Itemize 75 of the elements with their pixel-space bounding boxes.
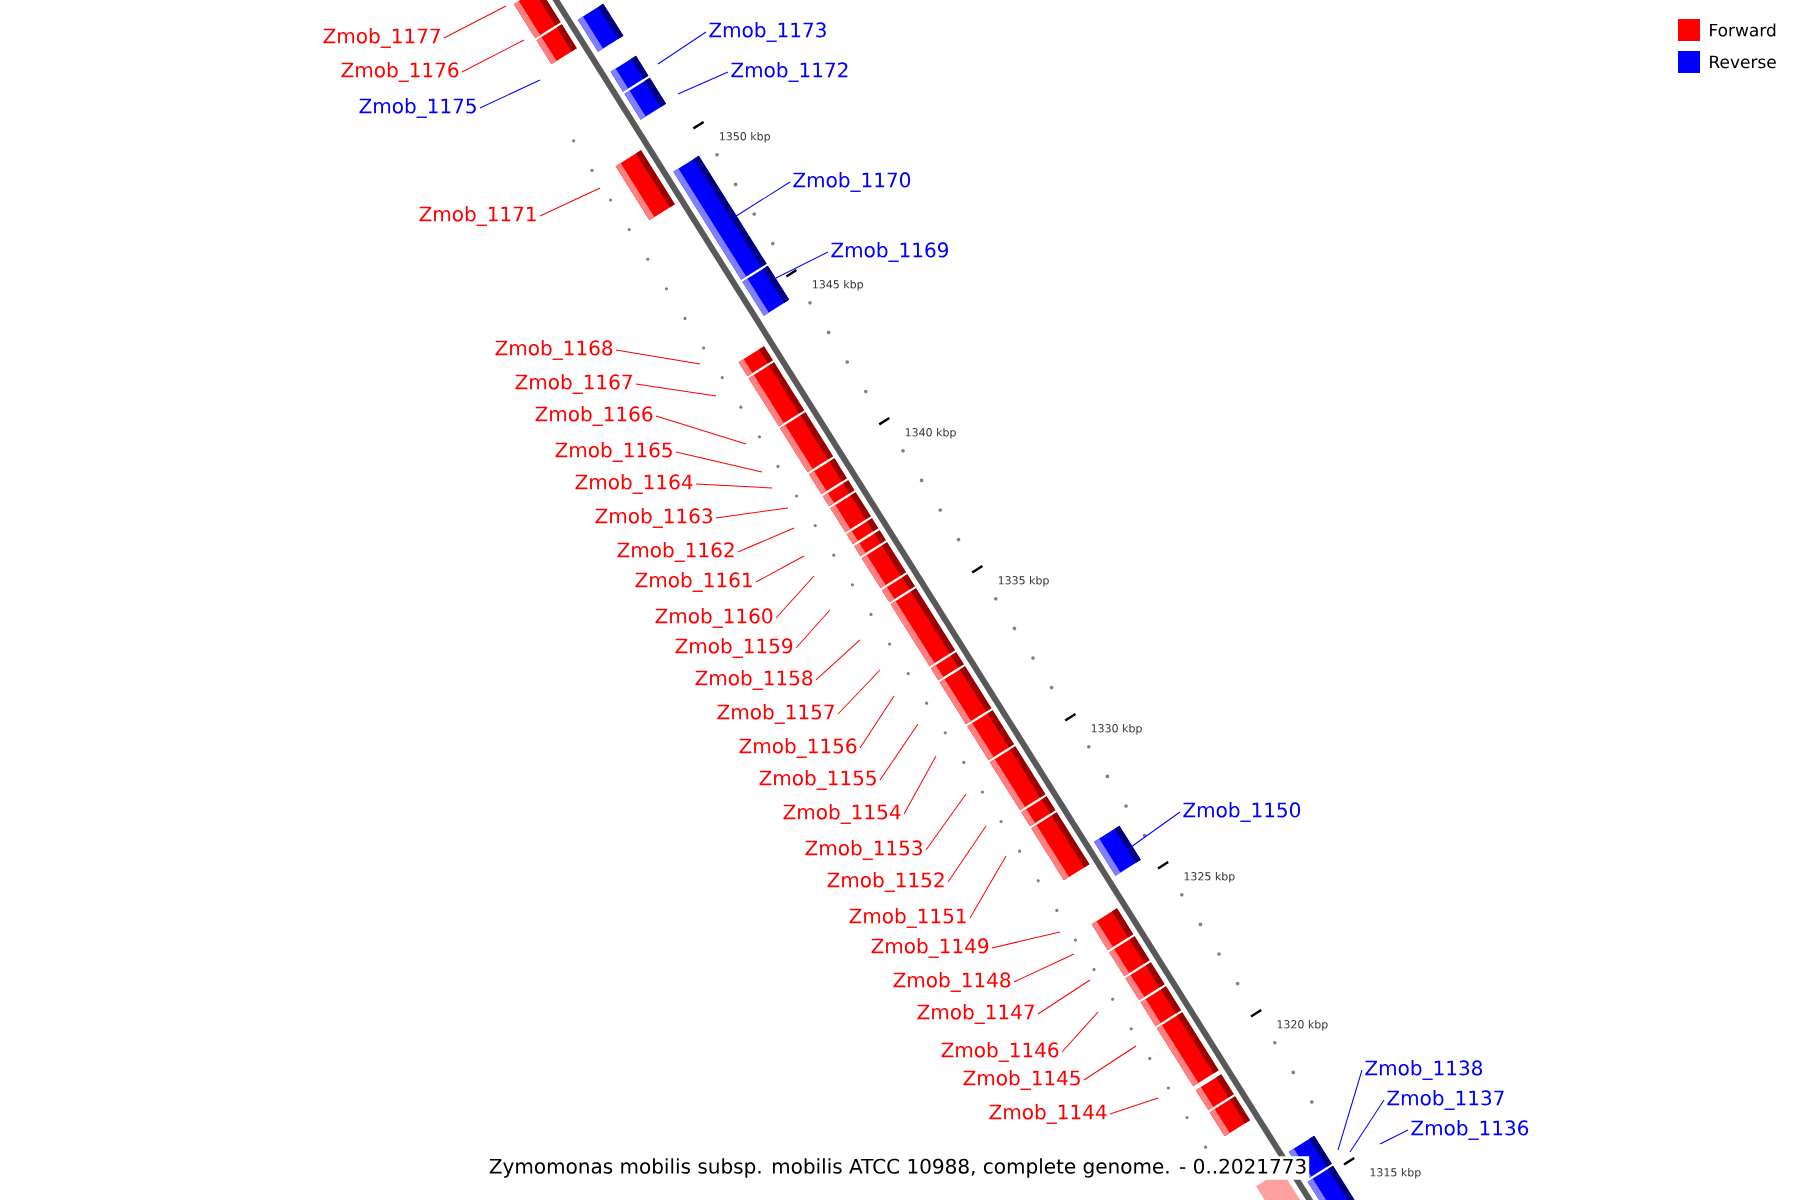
leader-line [775, 251, 829, 279]
gene-label: Zmob_1173 [709, 22, 826, 42]
leader-line [677, 71, 729, 95]
gene-label: Zmob_1153 [805, 840, 922, 860]
gene-label: Zmob_1145 [963, 1070, 1080, 1090]
gene-label: Zmob_1177 [323, 28, 440, 48]
leader-line [635, 383, 717, 397]
gene-label: Zmob_1171 [419, 206, 536, 226]
leader-line [715, 507, 789, 519]
leader-line [675, 451, 763, 473]
leader-line [859, 695, 895, 749]
leader-line [1123, 811, 1181, 853]
gene-label: Zmob_1169 [831, 242, 948, 262]
leader-line [1061, 1011, 1099, 1053]
gene-label: Zmob_1167 [515, 374, 632, 394]
gene-label: Zmob_1166 [535, 406, 653, 426]
legend-label: Forward [1710, 23, 1776, 37]
gene-label: Zmob_1159 [675, 638, 793, 658]
leader-line [615, 349, 701, 365]
leader-line [947, 825, 987, 883]
gene-label: Zmob_1156 [739, 738, 857, 758]
leader-line [1109, 1097, 1159, 1115]
gene-label: Zmob_1136 [1411, 1120, 1529, 1140]
leader-line [903, 755, 937, 815]
gene-label: Zmob_1148 [893, 972, 1011, 992]
gene-label: Zmob_1147 [917, 1004, 1034, 1024]
gene-label: Zmob_1161 [635, 572, 752, 592]
gene-label: Zmob_1138 [1365, 1060, 1483, 1080]
gene-label: Zmob_1154 [783, 804, 901, 824]
leader-line [879, 723, 919, 781]
leader-line [729, 181, 791, 221]
gene-label: Zmob_1163 [595, 508, 712, 528]
leader-line [775, 575, 815, 619]
gene-label: Zmob_1165 [555, 442, 672, 462]
leader-line [837, 669, 881, 715]
gene-label: Zmob_1152 [827, 872, 944, 892]
gene-label: Zmob_1175 [359, 98, 476, 118]
gene-label: Zmob_1158 [695, 670, 813, 690]
leader-line [755, 555, 805, 583]
leader-line [443, 5, 507, 39]
gene-label: Zmob_1146 [941, 1042, 1059, 1062]
gene-label: Zmob_1157 [717, 704, 834, 724]
leader-line [539, 187, 601, 217]
gene-label: Zmob_1172 [731, 62, 848, 82]
gene-label: Zmob_1168 [495, 340, 613, 360]
gene-label: Zmob_1176 [341, 62, 459, 82]
leader-line [925, 793, 967, 851]
gene-label: Zmob_1150 [1183, 802, 1301, 822]
leader-line [991, 931, 1061, 949]
gene-label: Zmob_1155 [759, 770, 876, 790]
leader-line [479, 79, 541, 109]
leader-line [737, 527, 795, 553]
leader-line [815, 639, 861, 681]
gene-label: Zmob_1149 [871, 938, 989, 958]
leader-line [1337, 1069, 1363, 1151]
leader-line [461, 39, 525, 73]
leader-line [657, 31, 707, 65]
gene-label: Zmob_1151 [849, 908, 966, 928]
leader-line [1379, 1129, 1409, 1145]
gene-label: Zmob_1137 [1387, 1090, 1504, 1110]
gene-label: Zmob_1144 [989, 1104, 1107, 1124]
gene-label: Zmob_1164 [575, 474, 693, 494]
leader-line [795, 609, 831, 649]
leader-line [1013, 953, 1075, 983]
gene-label: Zmob_1160 [655, 608, 773, 628]
leader-line [1349, 1099, 1385, 1153]
gene-label: Zmob_1162 [617, 542, 734, 562]
caption: Zymomonas mobilis subsp. mobilis ATCC 10988, complete genome. - 0..2021773 [486, 1156, 1310, 1180]
leader-line [1083, 1045, 1137, 1081]
leader-line [655, 415, 747, 445]
leader-line [1037, 979, 1091, 1015]
leader-line [695, 483, 773, 489]
legend-label: Reverse [1710, 55, 1776, 69]
leader-line [969, 855, 1007, 919]
gene-label: Zmob_1170 [793, 172, 911, 192]
